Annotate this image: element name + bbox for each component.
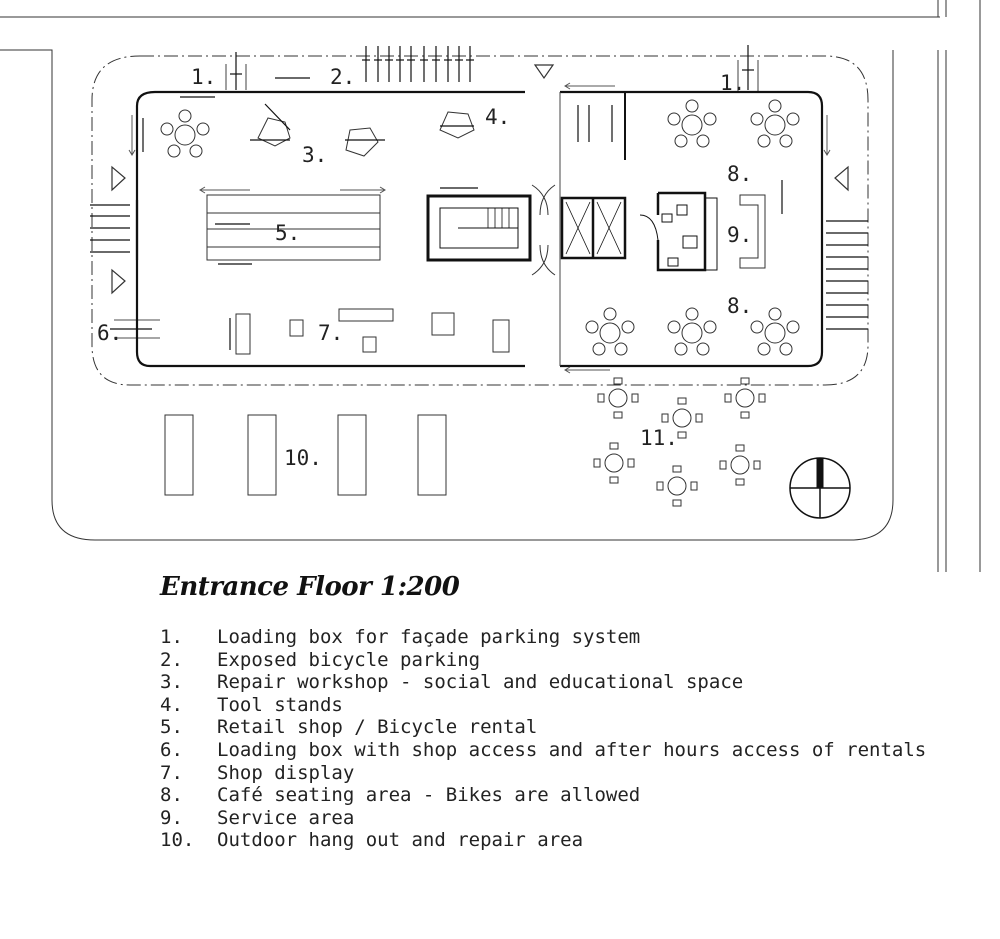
legend-text: Shop display — [217, 761, 355, 784]
entrance-marker-left — [111, 165, 126, 192]
label-8-top: 8. — [727, 162, 752, 186]
legend-item: 6. Loading box with shop access and after… — [160, 739, 950, 762]
legend-text: Retail shop / Bicycle rental — [217, 716, 538, 739]
north-arrow-icon — [789, 457, 851, 519]
label-3: 3. — [302, 143, 327, 167]
legend-text: Repair workshop - social and educational… — [217, 671, 744, 694]
legend-number: 7. — [160, 761, 183, 784]
legend-item: 3. Repair workshop - social and education… — [160, 671, 950, 694]
outdoor-cafe-tables — [593, 377, 766, 507]
label-1-right: 1. — [720, 71, 745, 95]
legend-list: 1.Loading box for façade parking system … — [160, 626, 950, 852]
stair-core — [426, 194, 532, 262]
legend-item: 10. Outdoor hang out and repair area — [160, 829, 950, 852]
legend-text: Loading box with shop access and after h… — [217, 738, 927, 761]
floor-plan-drawing: 1. 2. 1. 3. 4. 5. 6. 7. 8. 8. 9. 10. 11. — [0, 0, 981, 572]
tool-stands — [257, 111, 475, 157]
label-4: 4. — [485, 105, 510, 129]
legend-item: 5. Retail shop / Bicycle rental — [160, 716, 950, 739]
site-boundary — [0, 49, 894, 541]
legend-number: 3. — [160, 671, 183, 694]
legend-number: 4. — [160, 693, 183, 716]
entrance-marker-left-2 — [111, 268, 126, 295]
legend-number: 9. — [160, 806, 183, 829]
legend-item: 8. Café seating area - Bikes are allowed — [160, 784, 950, 807]
legend-text: Exposed bicycle parking — [217, 648, 481, 671]
label-7: 7. — [318, 321, 343, 345]
entrance-marker-top — [533, 64, 555, 80]
label-1-left: 1. — [191, 65, 216, 89]
outdoor-bench — [164, 414, 194, 496]
bicycle-symbols — [90, 45, 868, 350]
legend-item: 7. Shop display — [160, 762, 950, 785]
legend-item: 1. Loading box for façade parking system — [160, 626, 950, 649]
legend-number: 6. — [160, 738, 183, 761]
label-8-bottom: 8. — [727, 294, 752, 318]
legend-number: 5. — [160, 716, 183, 739]
label-11: 11. — [640, 426, 678, 450]
legend-item: 9. Service area — [160, 807, 950, 830]
legend-text: Loading box for façade parking system — [217, 626, 641, 648]
cafe-tables — [160, 99, 800, 356]
legend-number: 10. — [160, 829, 195, 852]
legend-text: Outdoor hang out and repair area — [217, 829, 584, 852]
canopy-outline — [91, 55, 869, 386]
legend-number: 1. — [160, 626, 183, 648]
legend-text: Service area — [217, 806, 355, 829]
label-5: 5. — [275, 221, 300, 245]
label-10: 10. — [284, 446, 322, 470]
building-wall — [135, 90, 824, 368]
legend-item: 2. Exposed bicycle parking — [160, 649, 950, 672]
legend-number: 2. — [160, 648, 183, 671]
label-2: 2. — [330, 65, 355, 89]
label-9: 9. — [727, 223, 752, 247]
drawing-title: Entrance Floor 1:200 — [160, 572, 460, 602]
label-6: 6. — [97, 321, 122, 345]
entrance-marker-right — [834, 165, 849, 192]
legend-text: Tool stands — [217, 693, 343, 716]
display-stand — [235, 313, 251, 355]
legend-text: Café seating area - Bikes are allowed — [217, 784, 641, 807]
service-counter — [739, 194, 766, 269]
legend-item: 4. Tool stands — [160, 694, 950, 717]
legend-number: 8. — [160, 784, 183, 807]
